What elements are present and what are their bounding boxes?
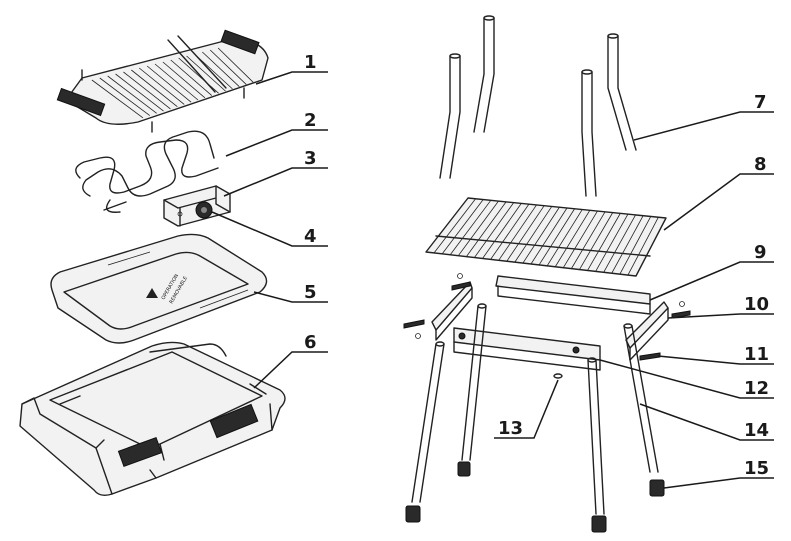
wire-bar (138, 67, 185, 105)
wire-bar (474, 202, 515, 258)
callout-8: 8 (754, 154, 767, 175)
callout-10: 10 (744, 294, 769, 315)
wire-bar (587, 213, 621, 271)
callout-12: 12 (744, 378, 769, 399)
side-bracket-left (431, 281, 473, 341)
wire-bar (546, 209, 583, 267)
wire-bar (186, 55, 226, 92)
thermostat-control (163, 185, 231, 227)
wire-bar (441, 199, 484, 255)
washer (553, 373, 563, 379)
base-frame (19, 341, 286, 497)
grill-grate (56, 29, 269, 133)
callout-3: 3 (304, 148, 317, 169)
callout-2: 2 (304, 110, 317, 131)
callout-1: 1 (304, 52, 317, 73)
wire-bar (466, 201, 507, 257)
wire-bar (603, 214, 636, 273)
foot-caps (405, 461, 665, 533)
wire-bar (154, 63, 199, 101)
wire-bar (99, 77, 151, 116)
wire-bar (115, 73, 164, 112)
lower-legs (411, 303, 659, 515)
callout-13: 13 (498, 418, 523, 439)
callout-7: 7 (754, 92, 767, 113)
wire-bar (91, 79, 144, 119)
heating-element (75, 130, 219, 213)
wire-bar (498, 204, 537, 261)
wire-bar (209, 49, 247, 85)
wire-bar (611, 215, 644, 274)
callout-15: 15 (744, 458, 769, 479)
wire-bar (506, 205, 545, 262)
shelf-grate (425, 197, 667, 277)
callout-6: 6 (304, 332, 317, 353)
wire-bar (538, 208, 575, 266)
wire-bar (490, 203, 530, 260)
wire-bar (522, 207, 560, 264)
wire-bar (217, 47, 254, 83)
wire-bar (579, 212, 614, 270)
wire-bar (530, 207, 568, 265)
callout-5: 5 (304, 282, 317, 303)
side-bracket-right (625, 301, 669, 361)
callout-11: 11 (744, 344, 769, 365)
wire-bar (162, 61, 206, 99)
wire-bar (595, 213, 629, 272)
wire-bar (178, 57, 219, 94)
wire-bar (146, 65, 192, 103)
callout-4: 4 (304, 226, 317, 247)
callout-14: 14 (744, 420, 769, 441)
wire-bar (123, 71, 171, 110)
upper-legs (439, 15, 637, 197)
wire-bar (449, 200, 492, 256)
wire-bar (627, 217, 659, 276)
wire-bar (107, 75, 157, 114)
leader-lines (211, 71, 774, 489)
wire-bar (571, 211, 606, 269)
drip-tray: OPERATION REMOVABLE (50, 233, 268, 344)
wire-bar (619, 216, 652, 275)
cross-bar (453, 327, 601, 371)
wire-bar (562, 210, 598, 268)
wire-bar (202, 51, 240, 87)
screws (403, 273, 691, 361)
callout-labels: 1 2 3 4 5 6 7 8 9 10 11 12 13 14 15 (304, 52, 769, 479)
wire-bar (433, 198, 476, 254)
wire-bar (170, 59, 213, 96)
wire-bar (457, 200, 499, 256)
wire-bar (514, 206, 553, 263)
wire-bar (554, 210, 591, 267)
wire-bar (482, 203, 522, 259)
front-rail (495, 275, 651, 315)
callout-9: 9 (754, 242, 767, 263)
wire-bar (131, 69, 178, 107)
